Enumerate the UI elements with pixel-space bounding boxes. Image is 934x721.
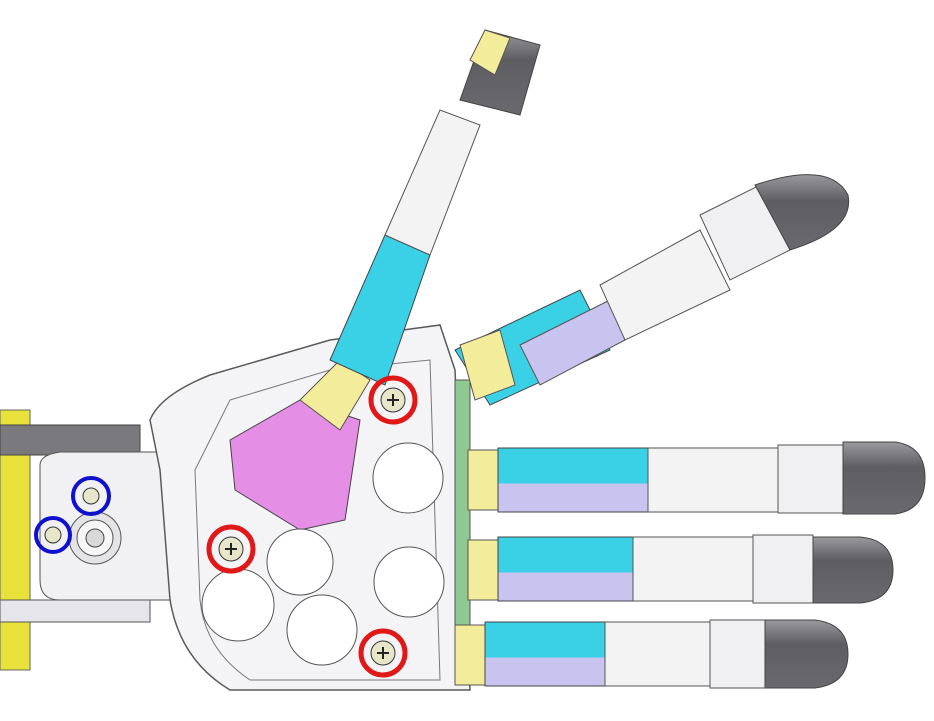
blue-circle-marker-icon [71, 476, 111, 516]
red-screw-markers [206, 375, 418, 678]
palm [149, 324, 471, 691]
wrist-assembly [0, 409, 191, 671]
little-finger [454, 619, 849, 689]
index-finger [454, 174, 850, 406]
blue-screw-markers [34, 476, 111, 554]
red-circle-marker-icon [206, 524, 256, 574]
thumb [299, 29, 541, 431]
blue-circle-marker-icon [34, 516, 72, 554]
ring-finger [467, 534, 894, 604]
red-circle-marker-icon [358, 628, 408, 678]
red-circle-marker-icon [368, 375, 418, 425]
middle-finger [467, 441, 926, 515]
